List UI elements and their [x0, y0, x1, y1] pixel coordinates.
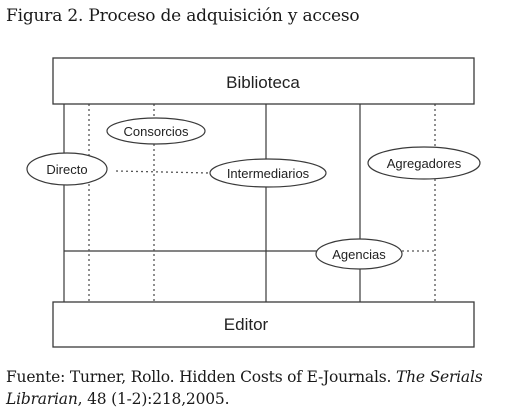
editor-box	[52, 301, 475, 348]
biblioteca-label: Biblioteca	[226, 73, 300, 92]
consorcios-label: Consorcios	[123, 124, 189, 139]
source-suffix: , 48 (1-2):218,2005.	[77, 390, 230, 408]
editor-label: Editor	[224, 315, 269, 334]
agencias-label: Agencias	[332, 247, 386, 262]
source-journal: The Serials Librarian	[6, 368, 483, 408]
intermediarios-node	[209, 158, 327, 188]
directo-node	[26, 152, 108, 186]
source-citation: Fuente: Turner, Rollo. Hidden Costs of E…	[6, 366, 522, 410]
agregadores-label: Agregadores	[387, 156, 462, 171]
biblioteca-box	[52, 57, 475, 105]
intermediarios-label: Intermediarios	[227, 166, 310, 181]
connector-directo-intermediarios-dotted	[115, 170, 211, 174]
directo-label: Directo	[46, 162, 87, 177]
figure-title: Figura 2. Proceso de adquisición y acces…	[6, 6, 360, 26]
agencias-node	[315, 238, 403, 270]
source-prefix: Fuente: Turner, Rollo. Hidden Costs of E…	[6, 368, 396, 386]
consorcios-node	[106, 117, 206, 145]
agregadores-node	[367, 146, 481, 180]
